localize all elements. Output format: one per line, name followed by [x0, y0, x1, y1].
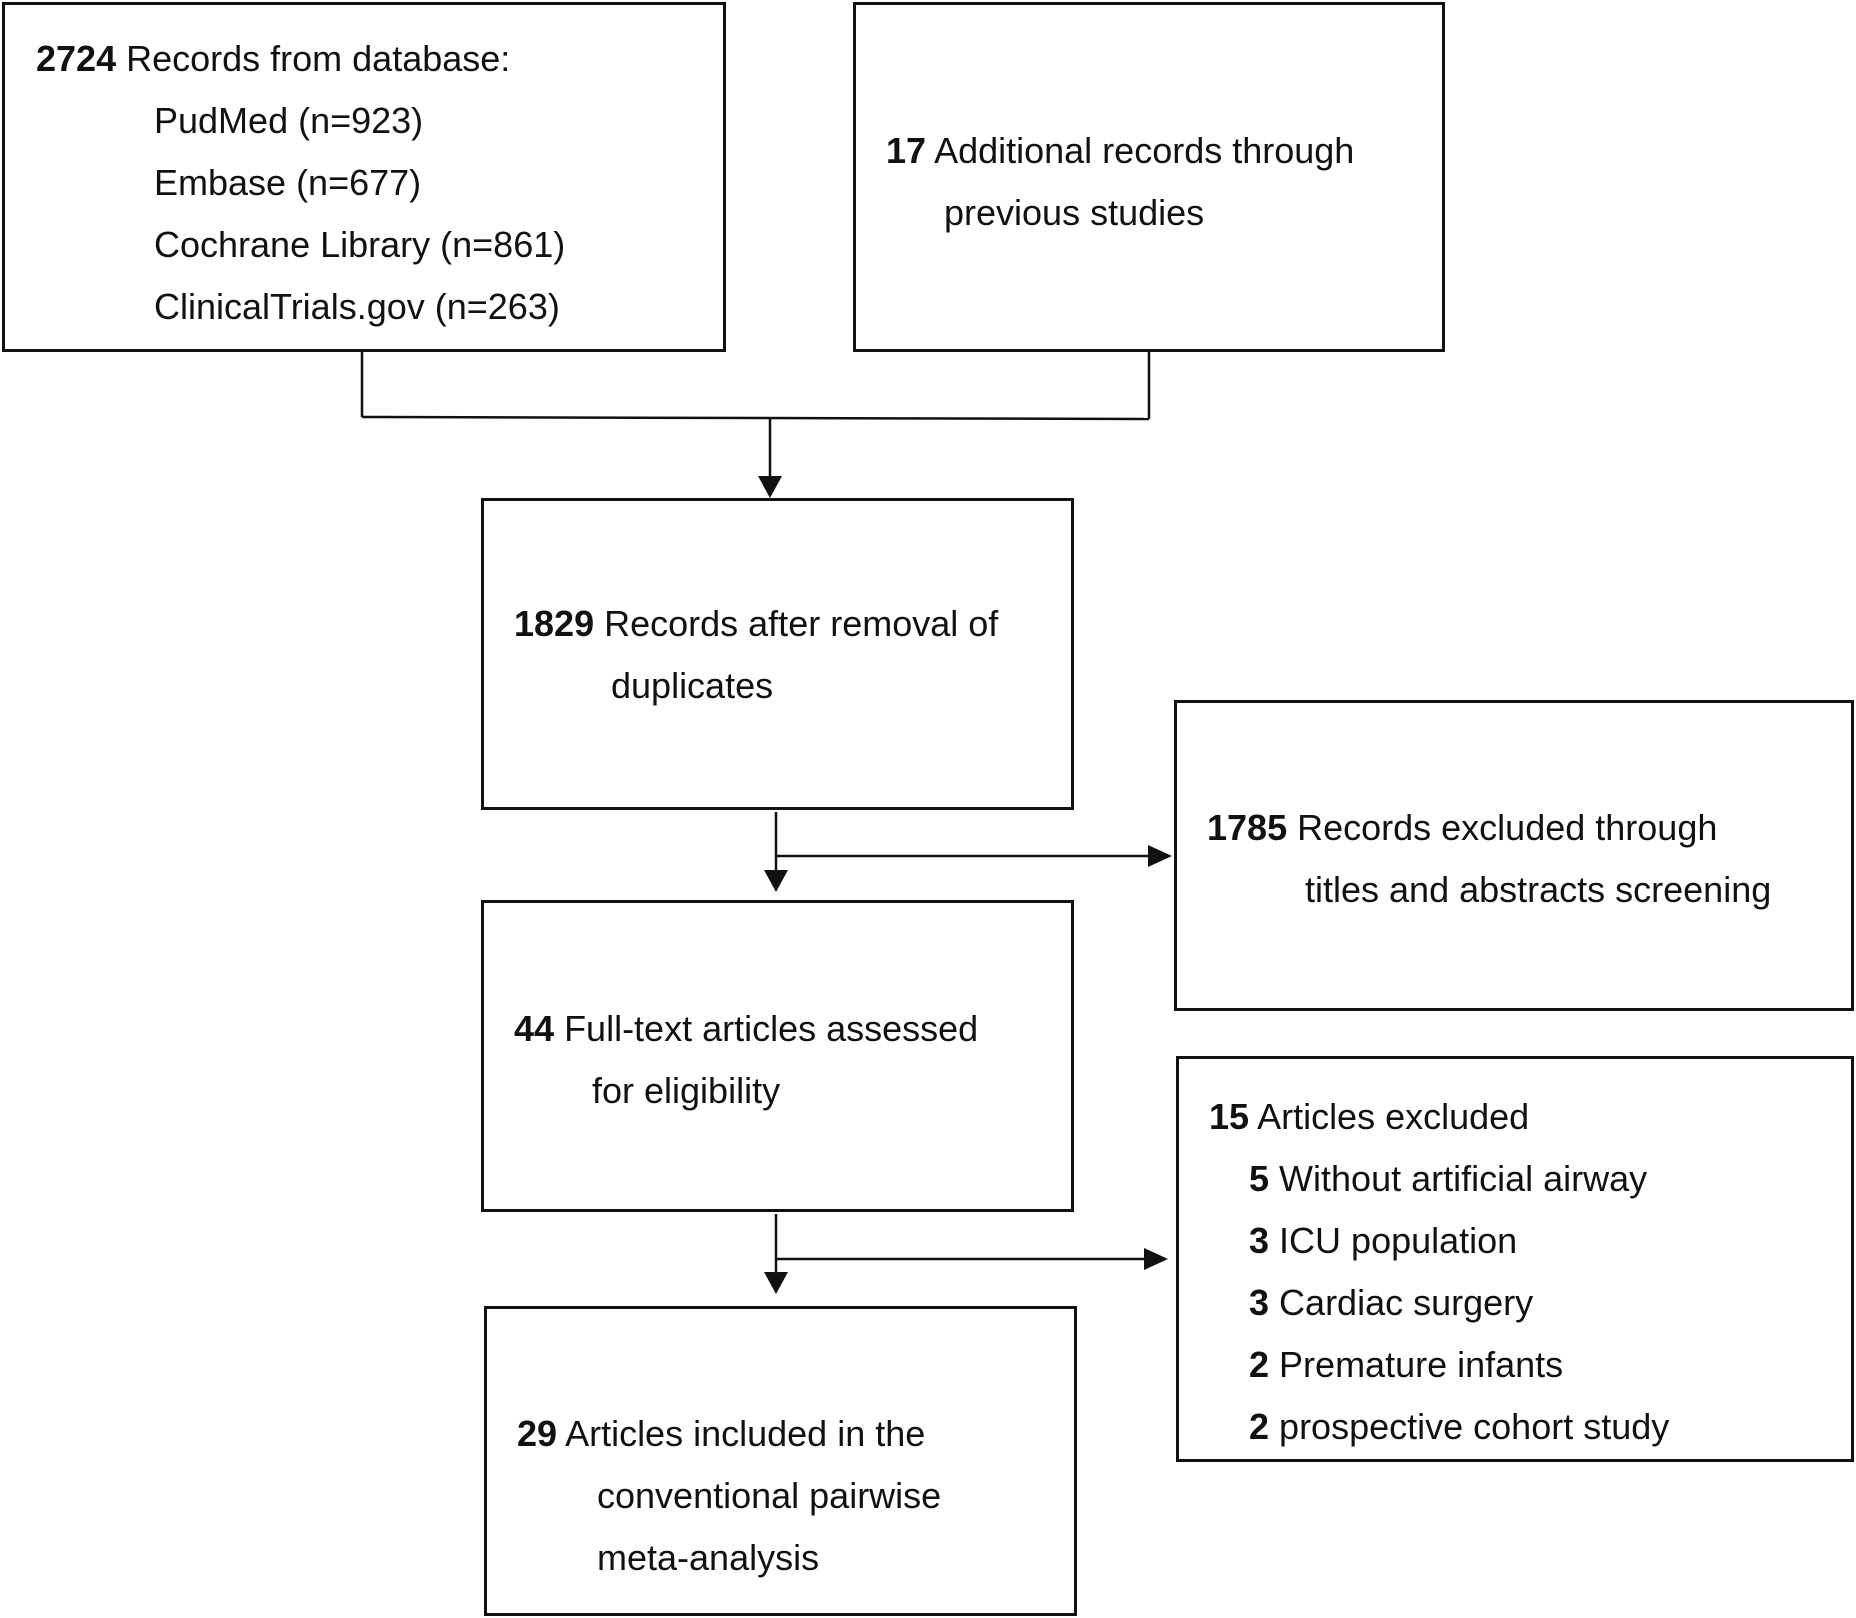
fulltext-count: 44 — [514, 1008, 555, 1049]
box-included-articles: 29 Articles included in the conventional… — [484, 1306, 1077, 1616]
exclusion-reason-count: 3 — [1249, 1282, 1270, 1323]
database-records-label: Records from database: — [126, 38, 511, 79]
source-pubmed: PudMed (n=923) — [154, 100, 424, 141]
deduplicated-label: Records after removal of — [604, 603, 999, 644]
included-line3: meta-analysis — [597, 1537, 820, 1578]
box-deduplicated-records: 1829 Records after removal of duplicates — [481, 498, 1074, 810]
exclusion-reason-item: 2 prospective cohort study — [1249, 1396, 1669, 1458]
deduplicated-line2: duplicates — [611, 665, 774, 706]
exclusion-reason-item: 5 Without artificial airway — [1249, 1148, 1647, 1210]
exclusion-reason-label: prospective cohort study — [1279, 1406, 1670, 1447]
exclusion-reason-item: 3 Cardiac surgery — [1249, 1272, 1533, 1334]
box-articles-excluded: 15 Articles excluded 5 Without artificia… — [1176, 1056, 1854, 1462]
database-records-heading: 2724 Records from database: — [36, 28, 510, 90]
box-database-records: 2724 Records from database: PudMed (n=92… — [2, 2, 726, 352]
excluded-screening-line2: titles and abstracts screening — [1305, 869, 1772, 910]
additional-records-count: 17 — [886, 130, 927, 171]
deduplicated-line1: 1829 Records after removal of — [514, 593, 998, 655]
included-label: Articles included in the — [565, 1413, 926, 1454]
additional-records-line2: previous studies — [944, 192, 1205, 233]
arrowhead-to-fulltext — [764, 870, 788, 892]
exclusion-reason-item: 3 ICU population — [1249, 1210, 1517, 1272]
articles-excluded-count: 15 — [1209, 1096, 1250, 1137]
arrowhead-to-deduplicated — [758, 476, 782, 498]
source-cochrane: Cochrane Library (n=861) — [154, 224, 566, 265]
exclusion-reason-count: 3 — [1249, 1220, 1270, 1261]
additional-records-label: Additional records through — [934, 130, 1355, 171]
box-additional-records: 17 Additional records through previous s… — [853, 2, 1445, 352]
source-embase: Embase (n=677) — [154, 162, 422, 203]
excluded-screening-line1: 1785 Records excluded through — [1207, 797, 1717, 859]
deduplicated-count: 1829 — [514, 603, 595, 644]
exclusion-reason-count: 2 — [1249, 1344, 1270, 1385]
additional-records-line1: 17 Additional records through — [886, 120, 1354, 182]
exclusion-reason-item: 2 Premature infants — [1249, 1334, 1563, 1396]
box-fulltext-assessed: 44 Full-text articles assessed for eligi… — [481, 900, 1074, 1212]
excluded-screening-count: 1785 — [1207, 807, 1288, 848]
articles-excluded-label: Articles excluded — [1257, 1096, 1530, 1137]
arrowhead-to-articles-excluded — [1144, 1248, 1168, 1270]
source-clinicaltrials: ClinicalTrials.gov (n=263) — [154, 286, 560, 327]
database-records-count: 2724 — [36, 38, 117, 79]
arrowhead-to-included — [764, 1272, 788, 1294]
exclusion-reason-count: 5 — [1249, 1158, 1270, 1199]
exclusion-reason-label: Cardiac surgery — [1279, 1282, 1534, 1323]
included-line2: conventional pairwise — [597, 1475, 942, 1516]
included-count: 29 — [517, 1413, 558, 1454]
box-excluded-screening: 1785 Records excluded through titles and… — [1174, 700, 1854, 1011]
connector-merge-horizontal — [361, 415, 1150, 421]
exclusion-reason-label: ICU population — [1279, 1220, 1518, 1261]
fulltext-line1: 44 Full-text articles assessed — [514, 998, 978, 1060]
fulltext-line2: for eligibility — [592, 1070, 781, 1111]
exclusion-reason-count: 2 — [1249, 1406, 1270, 1447]
arrowhead-to-excluded-screening — [1148, 845, 1172, 867]
included-line1: 29 Articles included in the — [517, 1403, 925, 1465]
exclusion-reason-label: Without artificial airway — [1279, 1158, 1648, 1199]
excluded-screening-label: Records excluded through — [1297, 807, 1718, 848]
exclusion-reason-label: Premature infants — [1279, 1344, 1564, 1385]
fulltext-label: Full-text articles assessed — [564, 1008, 979, 1049]
articles-excluded-heading: 15 Articles excluded — [1209, 1086, 1529, 1148]
